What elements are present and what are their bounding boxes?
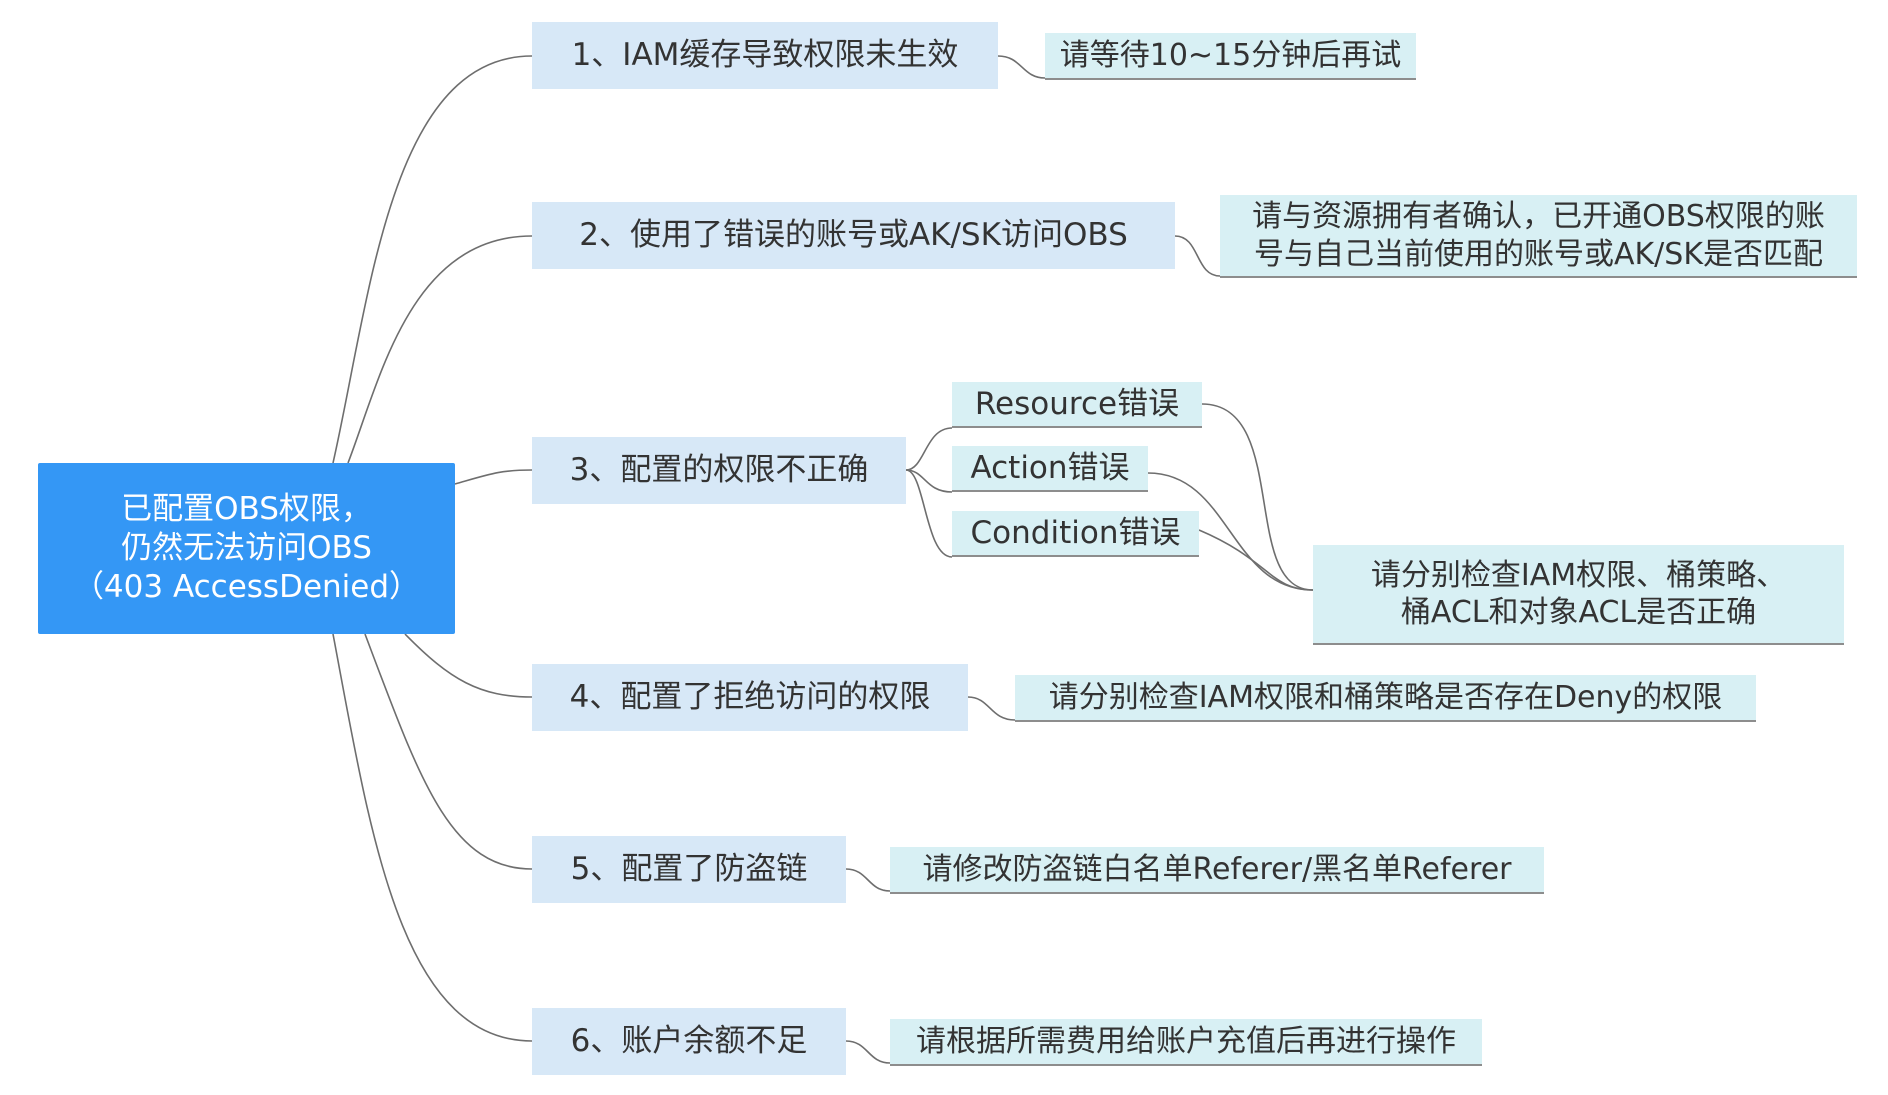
connector-cause-5-solution — [845, 868, 891, 892]
connector-cause-3-sub-3 — [905, 469, 953, 558]
solution-2-line-1: 请与资源拥有者确认，已开通OBS权限的账 — [1252, 199, 1825, 234]
solution-3-line-1: 请分别检查IAM权限、桶策略、 — [1370, 557, 1787, 593]
solution-3-line-2: 桶ACL和对象ACL是否正确 — [1400, 595, 1757, 630]
connector-cause-2-solution — [1174, 235, 1221, 277]
connector-root-cause-5 — [364, 633, 533, 870]
root-topic: 已配置OBS权限， 仍然无法访问OBS （403 AccessDenied） — [38, 463, 455, 634]
cause-1: 1、IAM缓存导致权限未生效 — [532, 22, 998, 89]
connector-root-cause-3 — [454, 469, 533, 485]
solution-4: 请分别检查IAM权限和桶策略是否存在Deny的权限 — [1015, 675, 1756, 722]
connector-cause-6-solution — [845, 1040, 891, 1064]
solution-3: 请分别检查IAM权限、桶策略、 桶ACL和对象ACL是否正确 — [1313, 545, 1844, 645]
solution-1: 请等待10~15分钟后再试 — [1045, 33, 1416, 80]
connector-sub-3-solution — [1198, 529, 1314, 591]
connector-cause-1-solution — [997, 55, 1046, 79]
connector-root-cause-1 — [332, 55, 533, 464]
cause-4: 4、配置了拒绝访问的权限 — [532, 664, 968, 731]
solution-2: 请与资源拥有者确认，已开通OBS权限的账 号与自己当前使用的账号或AK/SK是否… — [1220, 195, 1857, 278]
connector-sub-1-solution — [1201, 403, 1314, 591]
sub-resource-error: Resource错误 — [952, 382, 1202, 428]
sub-action-error: Action错误 — [952, 446, 1148, 492]
root-line-3: （403 AccessDenied） — [72, 568, 421, 605]
solution-5: 请修改防盗链白名单Referer/黑名单Referer — [890, 847, 1544, 894]
cause-5: 5、配置了防盗链 — [532, 836, 846, 903]
cause-3: 3、配置的权限不正确 — [532, 437, 906, 504]
root-line-2: 仍然无法访问OBS — [121, 530, 372, 567]
connector-cause-3-sub-1 — [905, 427, 953, 471]
solution-2-line-2: 号与自己当前使用的账号或AK/SK是否匹配 — [1253, 236, 1824, 272]
solution-6: 请根据所需费用给账户充值后再进行操作 — [890, 1019, 1482, 1066]
sub-condition-error: Condition错误 — [952, 511, 1199, 557]
root-line-1: 已配置OBS权限， — [121, 491, 372, 528]
connector-root-cause-4 — [404, 633, 533, 698]
connector-cause-3-sub-2 — [905, 469, 953, 493]
connector-cause-4-solution — [967, 696, 1016, 721]
connector-root-cause-2 — [347, 235, 533, 464]
cause-2: 2、使用了错误的账号或AK/SK访问OBS — [532, 202, 1175, 269]
cause-6: 6、账户余额不足 — [532, 1008, 846, 1075]
connector-root-cause-6 — [332, 633, 533, 1042]
